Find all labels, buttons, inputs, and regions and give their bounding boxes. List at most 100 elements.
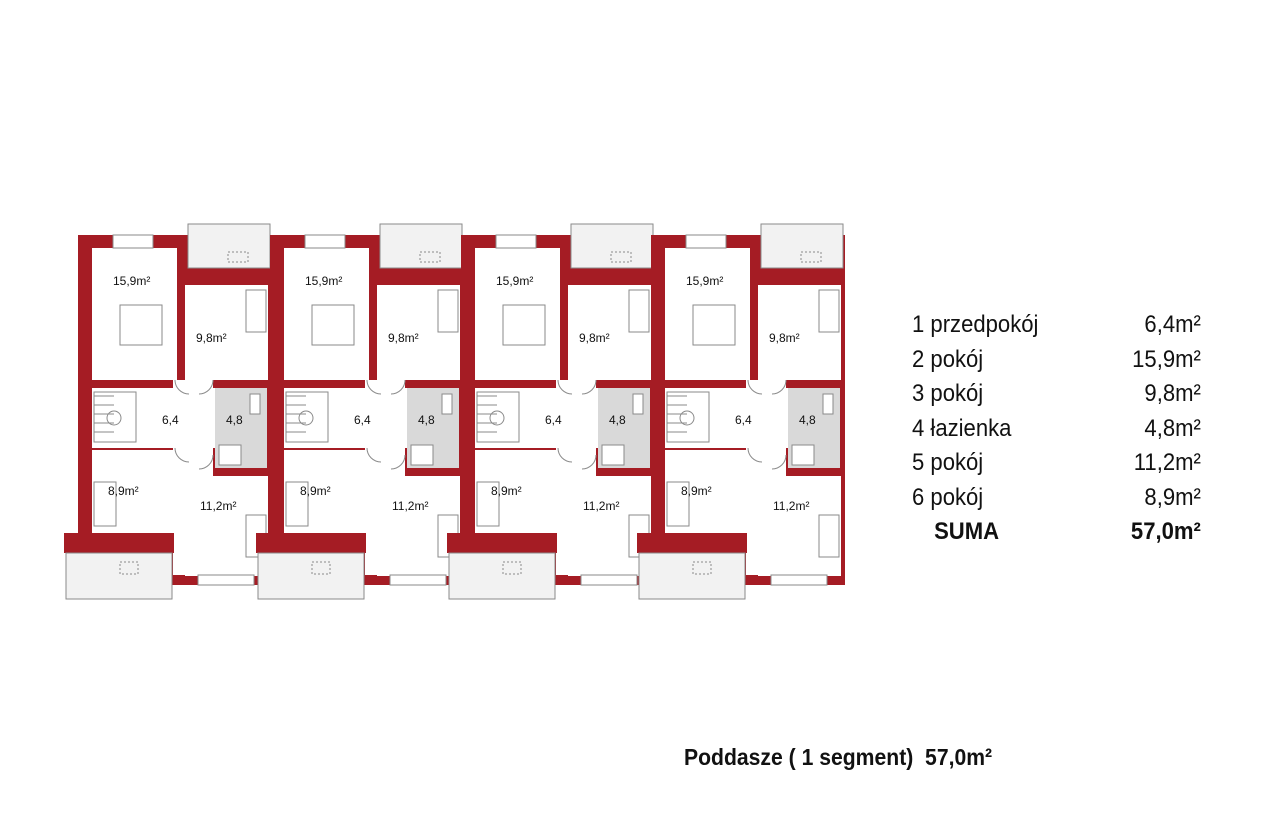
room-area-label: 9,8m² bbox=[388, 331, 419, 345]
window bbox=[197, 574, 255, 586]
house-segment: 15,9m² 9,8m² 6,4 4,8 8,9m² 11,2m² bbox=[256, 223, 464, 600]
door-swing bbox=[747, 379, 763, 395]
legend-row: 1 przedpokój 6,4m² bbox=[912, 308, 1201, 343]
room-area-label: 15,9m² bbox=[496, 274, 533, 288]
room-6 bbox=[475, 450, 560, 533]
window bbox=[389, 574, 447, 586]
room-6 bbox=[284, 450, 369, 533]
room-2 bbox=[475, 248, 560, 380]
stair-newel bbox=[106, 410, 122, 426]
room-area-label: 6,4 bbox=[354, 413, 371, 427]
balcony-wall bbox=[256, 533, 366, 553]
door-swing bbox=[771, 454, 787, 470]
room-area-label: 15,9m² bbox=[686, 274, 723, 288]
balcony-detail bbox=[800, 251, 822, 263]
window bbox=[112, 234, 154, 249]
stairs bbox=[93, 391, 137, 443]
balcony-bottom bbox=[65, 552, 173, 600]
balcony-detail bbox=[119, 561, 139, 575]
room-area-label: 8,9m² bbox=[491, 484, 522, 498]
room-area-label: 6,4 bbox=[735, 413, 752, 427]
legend-label: 4 łazienka bbox=[912, 414, 1012, 442]
bed-icon bbox=[666, 481, 690, 527]
door-swing bbox=[581, 454, 597, 470]
door-swing bbox=[557, 379, 573, 395]
legend-row: 5 pokój 11,2m² bbox=[912, 446, 1201, 481]
bed-icon bbox=[818, 514, 840, 558]
legend-total-label: SUMA bbox=[934, 518, 1000, 545]
bed-icon bbox=[311, 304, 355, 346]
legend-area: 8,9m² bbox=[1144, 483, 1201, 511]
door-swing bbox=[557, 447, 573, 463]
legend-area: 4,8m² bbox=[1144, 414, 1201, 442]
legend-label: 5 pokój bbox=[912, 449, 984, 476]
balcony-top bbox=[570, 223, 654, 269]
legend-label: 2 pokój bbox=[912, 345, 984, 373]
legend-label: 1 przedpokój bbox=[912, 311, 1039, 338]
balcony-wall bbox=[64, 533, 174, 553]
bed-icon bbox=[285, 481, 309, 527]
window bbox=[580, 574, 638, 586]
balcony-detail bbox=[610, 251, 632, 263]
room-5 bbox=[568, 476, 651, 576]
stairs-outline bbox=[285, 391, 329, 443]
room-2 bbox=[92, 248, 177, 380]
balcony-wall bbox=[637, 533, 747, 553]
room-area-label: 15,9m² bbox=[305, 274, 342, 288]
door-swing bbox=[198, 454, 214, 470]
stairs-outline bbox=[93, 391, 137, 443]
door-swing bbox=[174, 379, 190, 395]
stairs bbox=[666, 391, 710, 443]
house-segment: 15,9m² 9,8m² 6,4 4,8 8,9m² 11,2m² bbox=[447, 223, 655, 600]
bed-icon bbox=[692, 304, 736, 346]
stairs bbox=[285, 391, 329, 443]
room-area-label: 4,8 bbox=[609, 413, 626, 427]
door-swing bbox=[390, 454, 406, 470]
room-area-label: 8,9m² bbox=[300, 484, 331, 498]
legend-area: 11,2m² bbox=[1133, 449, 1201, 476]
room-5 bbox=[758, 476, 841, 576]
room-area-label: 11,2m² bbox=[583, 499, 619, 513]
room-area-label: 4,8 bbox=[799, 413, 816, 427]
bathtub-icon bbox=[822, 393, 834, 415]
balcony-detail bbox=[502, 561, 522, 575]
room-area-label: 4,8 bbox=[418, 413, 435, 427]
bed-icon bbox=[502, 304, 546, 346]
legend-area: 6,4m² bbox=[1144, 311, 1201, 338]
room-area-label: 9,8m² bbox=[769, 331, 800, 345]
room-area-label: 6,4 bbox=[162, 413, 179, 427]
window bbox=[495, 234, 537, 249]
balcony-detail bbox=[692, 561, 712, 575]
balcony-top bbox=[187, 223, 271, 269]
plan-caption: Poddasze ( 1 segment) 57,0m² bbox=[684, 744, 993, 770]
room-area-label: 15,9m² bbox=[113, 274, 150, 288]
room-2 bbox=[665, 248, 750, 380]
bed-icon bbox=[437, 289, 459, 333]
stair-newel bbox=[298, 410, 314, 426]
legend-area: 9,8m² bbox=[1144, 380, 1201, 407]
bed-icon bbox=[245, 289, 267, 333]
room-area-label: 11,2m² bbox=[392, 499, 428, 513]
door-swing bbox=[174, 447, 190, 463]
balcony-bottom bbox=[257, 552, 365, 600]
door-swing bbox=[581, 379, 597, 395]
door-swing bbox=[366, 447, 382, 463]
room-area-label: 9,8m² bbox=[579, 331, 610, 345]
shower-icon bbox=[791, 444, 815, 466]
balcony-top bbox=[760, 223, 844, 269]
window bbox=[304, 234, 346, 249]
bed-icon bbox=[119, 304, 163, 346]
room-area-label: 6,4 bbox=[545, 413, 562, 427]
door-swing bbox=[198, 379, 214, 395]
window bbox=[770, 574, 828, 586]
door-swing bbox=[747, 447, 763, 463]
balcony-detail bbox=[419, 251, 441, 263]
stairs bbox=[476, 391, 520, 443]
balcony-bottom bbox=[448, 552, 556, 600]
legend-label: 3 pokój bbox=[912, 380, 984, 407]
shower-icon bbox=[601, 444, 625, 466]
room-6 bbox=[92, 450, 177, 533]
